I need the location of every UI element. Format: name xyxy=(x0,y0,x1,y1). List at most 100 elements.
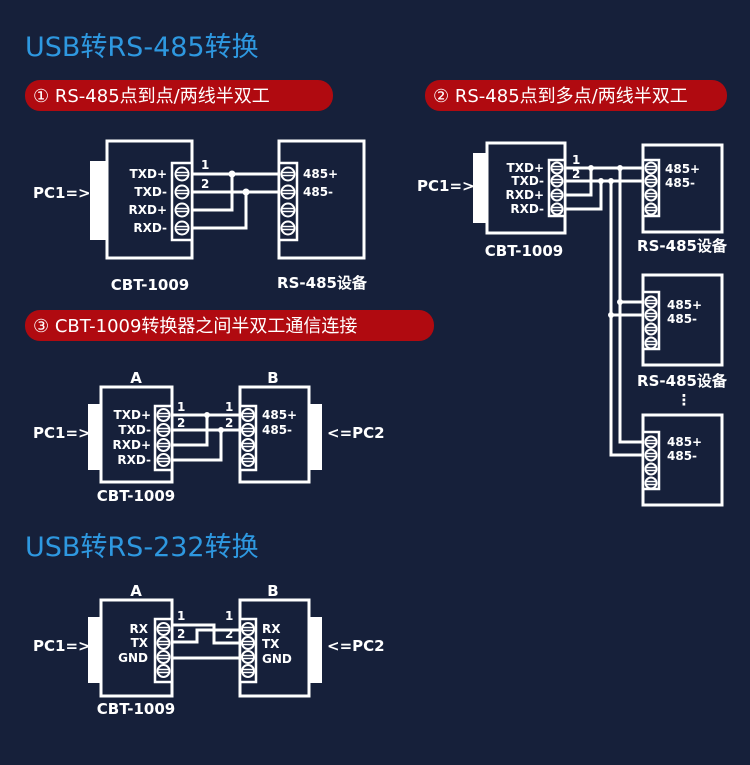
screw-slot xyxy=(645,165,657,171)
screw-slot xyxy=(551,192,563,198)
screw-terminal-icon xyxy=(550,188,564,202)
pin-label: TX xyxy=(131,636,149,650)
heading-1: ① RS-485点到点/两线半双工 xyxy=(33,86,270,107)
screw-slot xyxy=(645,312,657,318)
screw-terminal-icon xyxy=(644,174,658,188)
pin-label: 485+ xyxy=(303,167,338,181)
pin-label: RX xyxy=(130,622,149,636)
screw-slot xyxy=(175,207,189,213)
screw-slot xyxy=(242,442,254,448)
screw-terminal-icon xyxy=(644,202,658,216)
screw-slot xyxy=(157,668,170,674)
wire-number: 2 xyxy=(572,167,580,181)
screw-slot xyxy=(645,192,657,198)
screw-terminal-icon xyxy=(644,435,658,449)
heading-pill-2 xyxy=(425,80,727,111)
screw-slot xyxy=(242,457,254,463)
device-name: CBT-1009 xyxy=(485,242,563,260)
pin-label: GND xyxy=(262,652,292,666)
screw-terminal-icon xyxy=(156,636,171,650)
terminal-block xyxy=(547,158,567,218)
terminal-block xyxy=(238,617,258,684)
terminal-block xyxy=(238,404,258,472)
screw-terminal-icon xyxy=(644,476,658,490)
wire-number: 1 xyxy=(201,158,209,172)
pc1-label: PC1=> xyxy=(33,424,91,442)
pin-label: TX xyxy=(262,637,280,651)
screw-slot xyxy=(281,189,295,195)
pin-label: 485+ xyxy=(262,408,297,422)
diagram-point-to-multipoint: PC1=> TXD+ TXD- RXD+ RXD- 485+ 485- 485+… xyxy=(417,141,728,507)
pc2-label: <=PC2 xyxy=(327,424,385,442)
pc-connector xyxy=(473,153,487,223)
device-name: CBT-1009 xyxy=(97,487,175,505)
wire-number: 1 xyxy=(225,609,233,623)
screw-terminal-icon xyxy=(241,423,255,437)
pin-label: RX xyxy=(262,622,281,636)
terminal-block xyxy=(277,161,299,242)
wire-number: 1 xyxy=(225,400,233,414)
pin-label: RXD- xyxy=(133,221,167,235)
screw-slot xyxy=(157,640,170,646)
screw-slot xyxy=(157,457,170,463)
screw-terminal-icon xyxy=(280,166,296,182)
terminal-block xyxy=(170,161,194,242)
screw-terminal-icon xyxy=(156,664,171,678)
screw-terminal-icon xyxy=(241,453,255,467)
heading-pill-3 xyxy=(25,310,434,341)
pin-label: GND xyxy=(118,651,148,665)
wire-number: 2 xyxy=(225,627,233,641)
screw-terminal-icon xyxy=(280,184,296,200)
screw-terminal-icon xyxy=(644,308,658,322)
wires xyxy=(192,172,280,230)
more-devices-ellipsis: ⋮ xyxy=(677,391,692,409)
screw-slot xyxy=(645,439,657,445)
heading-pill-1 xyxy=(25,80,333,111)
screw-terminal-icon xyxy=(280,220,296,236)
terminal-block xyxy=(641,290,661,351)
screw-terminal-icon xyxy=(241,664,255,678)
junction-dot xyxy=(617,165,623,171)
label-a: A xyxy=(130,582,142,600)
wire-number: 2 xyxy=(177,627,185,641)
pin-label: TXD+ xyxy=(507,161,544,175)
screw-terminal-icon xyxy=(241,650,255,664)
pin-label: TXD- xyxy=(134,185,167,199)
pin-label: TXD+ xyxy=(130,167,167,181)
screw-terminal-icon xyxy=(174,220,190,236)
screw-slot xyxy=(551,165,563,171)
screw-terminal-icon xyxy=(241,408,255,422)
section-title-rs485: USB转RS-485转换 xyxy=(25,32,259,63)
screw-terminal-icon xyxy=(156,622,171,636)
pc1-label: PC1=> xyxy=(33,637,91,655)
screw-terminal-icon xyxy=(174,184,190,200)
heading-2: ② RS-485点到多点/两线半双工 xyxy=(433,86,688,107)
pin-label: 485- xyxy=(262,423,292,437)
screw-terminal-icon xyxy=(644,448,658,462)
screw-slot xyxy=(242,668,254,674)
section-title-rs232: USB转RS-232转换 xyxy=(25,532,259,563)
pc2-connector xyxy=(309,404,322,470)
screw-terminal-icon xyxy=(174,202,190,218)
label-b: B xyxy=(267,369,278,387)
terminal-blocks xyxy=(153,158,661,684)
pc2-label: <=PC2 xyxy=(327,637,385,655)
pin-label: RXD+ xyxy=(505,188,544,202)
wire-number: 2 xyxy=(201,177,209,191)
device-name: RS-485设备 xyxy=(277,274,368,292)
screw-terminal-icon xyxy=(156,438,171,452)
screw-terminal-icon xyxy=(156,423,171,437)
junction-dot xyxy=(228,170,236,178)
junction-dot xyxy=(218,427,224,433)
wire-number: 1 xyxy=(177,609,185,623)
junction-dot xyxy=(608,178,614,184)
pc1-connector xyxy=(88,617,101,683)
screw-slot xyxy=(175,189,189,195)
screw-slot xyxy=(157,626,170,632)
screw-terminal-icon xyxy=(550,161,564,175)
pc-connector xyxy=(90,161,107,240)
pc1-connector xyxy=(88,404,101,470)
pin-label: 485- xyxy=(665,176,695,190)
